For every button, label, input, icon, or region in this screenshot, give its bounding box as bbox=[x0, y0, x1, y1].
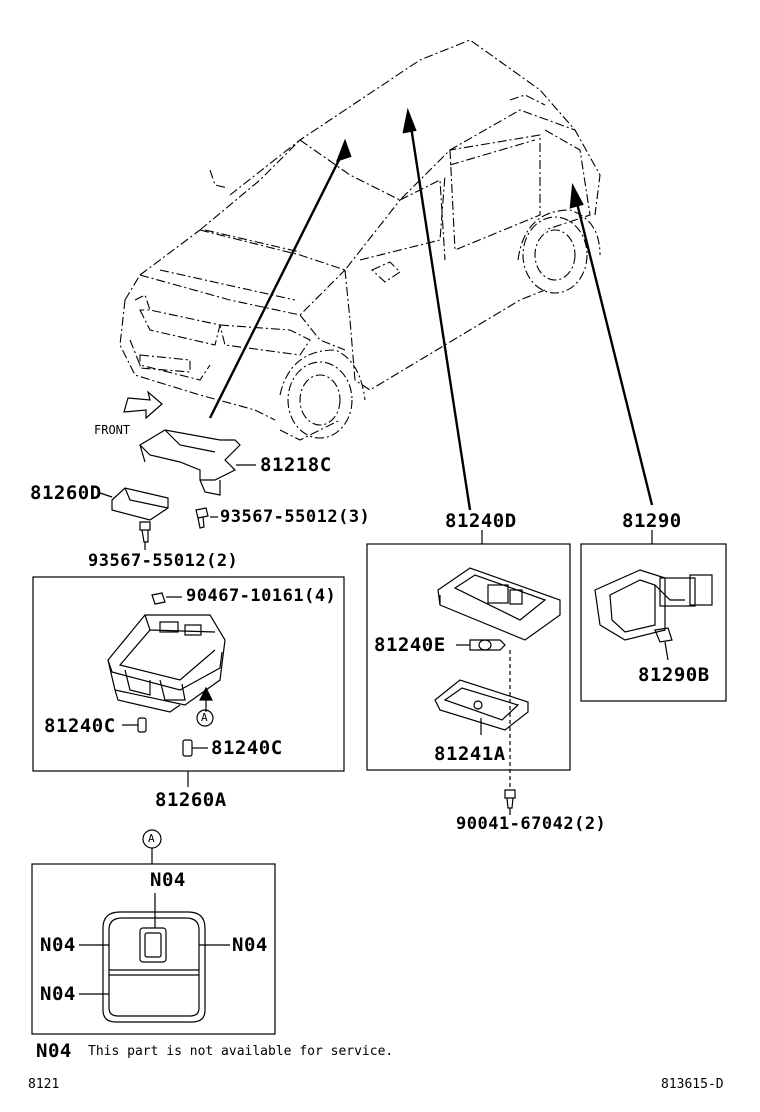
n04-label-left: N04 bbox=[40, 934, 76, 956]
lamp-81290-drawing bbox=[594, 569, 713, 661]
ref-mark-a-detail: A bbox=[148, 832, 155, 845]
legend-text: This part is not available for service. bbox=[88, 1044, 394, 1059]
part-label-81290b[interactable]: 81290B bbox=[638, 664, 710, 686]
part-label-81290[interactable]: 81290 bbox=[622, 510, 682, 532]
part-label-93567-55012-2[interactable]: 93567-55012(2) bbox=[88, 551, 239, 571]
n04-label-right: N04 bbox=[232, 934, 268, 956]
front-label: FRONT bbox=[94, 423, 131, 437]
box-81260a bbox=[32, 576, 345, 772]
box-81240d bbox=[366, 543, 571, 771]
part-label-81260d[interactable]: 81260D bbox=[30, 482, 102, 504]
ref-mark-a-assembly: A bbox=[201, 711, 208, 724]
vehicle-outline bbox=[119, 39, 601, 441]
part-label-93567-55012-3[interactable]: 93567-55012(3) bbox=[220, 507, 371, 527]
part-label-81241a[interactable]: 81241A bbox=[434, 743, 506, 765]
part-label-81218c[interactable]: 81218C bbox=[260, 454, 332, 476]
n04-label-top: N04 bbox=[150, 869, 186, 891]
overhead-console-drawing bbox=[79, 893, 230, 1023]
box-detail-a bbox=[31, 863, 276, 1035]
lamp-81240d-drawing bbox=[434, 567, 561, 815]
footer-right-code: 813615-D bbox=[661, 1077, 724, 1092]
part-label-81240e[interactable]: 81240E bbox=[374, 634, 446, 656]
part-label-90467-10161-4[interactable]: 90467-10161(4) bbox=[186, 586, 337, 606]
part-label-81240d[interactable]: 81240D bbox=[445, 510, 517, 532]
front-arrow bbox=[123, 390, 163, 420]
footer-left-code: 8121 bbox=[28, 1077, 60, 1092]
legend-code: N04 bbox=[36, 1040, 72, 1062]
bracket-81218c-drawing bbox=[139, 429, 256, 496]
part-label-81240c-left[interactable]: 81240C bbox=[44, 715, 116, 737]
box-81290 bbox=[580, 543, 727, 702]
n04-label-bottom-left: N04 bbox=[40, 983, 76, 1005]
screw-93567-3-drawing bbox=[195, 507, 218, 529]
leader-arrows bbox=[208, 107, 654, 511]
lamp-assembly-81260a-drawing bbox=[107, 592, 226, 757]
part-label-81240c-right[interactable]: 81240C bbox=[211, 737, 283, 759]
part-label-81260a[interactable]: 81260A bbox=[155, 789, 227, 811]
part-label-90041-67042-2[interactable]: 90041-67042(2) bbox=[456, 814, 607, 834]
bracket-81260d-drawing bbox=[99, 487, 169, 550]
